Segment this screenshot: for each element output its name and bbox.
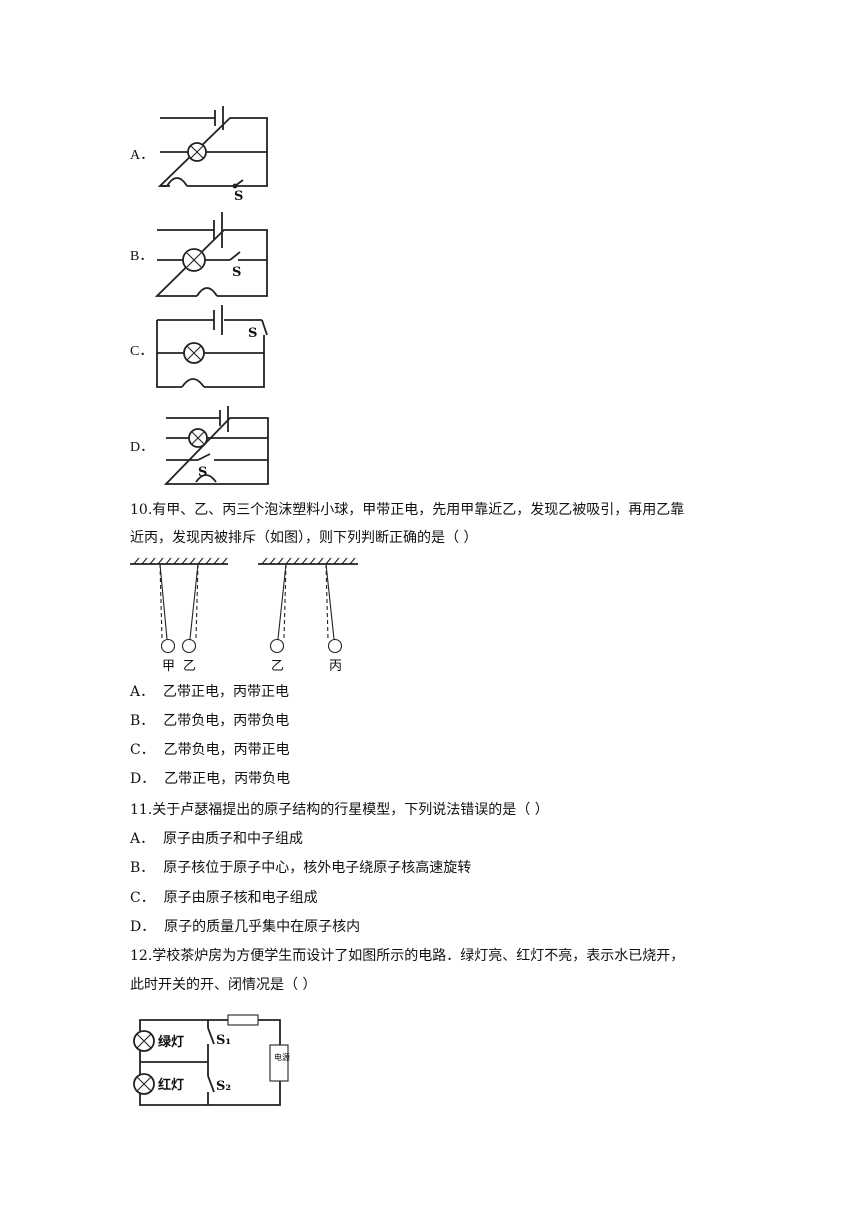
switch-label-d: S (198, 465, 207, 480)
q10-stem-line2: 近丙，发现丙被排斥（如图），则下列判断正确的是（ ） (130, 530, 478, 546)
q11-option-d: D． 原子的质量几乎集中在原子核内 (130, 919, 361, 935)
ball-label-yi-right: 乙 (271, 659, 284, 674)
boiler-circuit-diagram: 电源 绿灯 红灯 S₁ S₂ (133, 1014, 290, 1106)
q10-stem-line1: 10.有甲、乙、丙三个泡沫塑料小球，甲带正电，先用甲靠近乙，发现乙被吸引，再用乙… (130, 502, 685, 518)
q11-stem: 11.关于卢瑟福提出的原子结构的行星模型，下列说法错误的是（ ） (130, 802, 549, 818)
q10-option-b: B． 乙带负电，丙带负电 (130, 713, 290, 729)
s2-label: S₂ (216, 1079, 231, 1094)
switch-label-a: S (234, 189, 243, 204)
q11-option-c: C． 原子由原子核和电子组成 (130, 890, 318, 906)
q11-option-b: B． 原子核位于原子中心，核外电子绕原子核高速旋转 (130, 860, 472, 876)
circuit-diagram-b: S (154, 212, 268, 300)
option-label-d: D． (130, 440, 155, 455)
circuit-diagram-a: S (157, 106, 268, 204)
ball-label-yi-left: 乙 (183, 659, 196, 674)
ball-label-jia: 甲 (162, 659, 175, 674)
option-label-a: A． (130, 148, 155, 163)
charged-balls-figure: 甲 乙 乙 丙 (130, 557, 358, 674)
circuit-diagram-d: S (163, 406, 269, 485)
ball-label-bing: 丙 (329, 659, 342, 674)
s1-label: S₁ (216, 1033, 231, 1048)
switch-label-b: S (232, 265, 241, 280)
q12-stem-line2: 此时开关的开、闭情况是（ ） (130, 977, 317, 993)
q10-option-d: D． 乙带正电，丙带负电 (130, 771, 291, 787)
q12-stem-line1: 12.学校茶炉房为方便学生而设计了如图所示的电路．绿灯亮、红灯不亮，表示水已烧开… (130, 948, 685, 964)
red-lamp-label: 红灯 (158, 1077, 184, 1093)
green-lamp-label: 绿灯 (158, 1034, 184, 1050)
option-label-c: C． (130, 344, 154, 359)
q10-option-a: A． 乙带正电，丙带正电 (130, 684, 290, 700)
switch-label-c: S (248, 326, 257, 341)
heater-label: 电源 (274, 1052, 290, 1062)
q11-option-a: A． 原子由质子和中子组成 (130, 831, 304, 847)
q10-option-c: C． 乙带负电，丙带正电 (130, 742, 290, 758)
option-label-b: B． (130, 249, 154, 264)
circuit-diagram-c: S (156, 305, 268, 391)
